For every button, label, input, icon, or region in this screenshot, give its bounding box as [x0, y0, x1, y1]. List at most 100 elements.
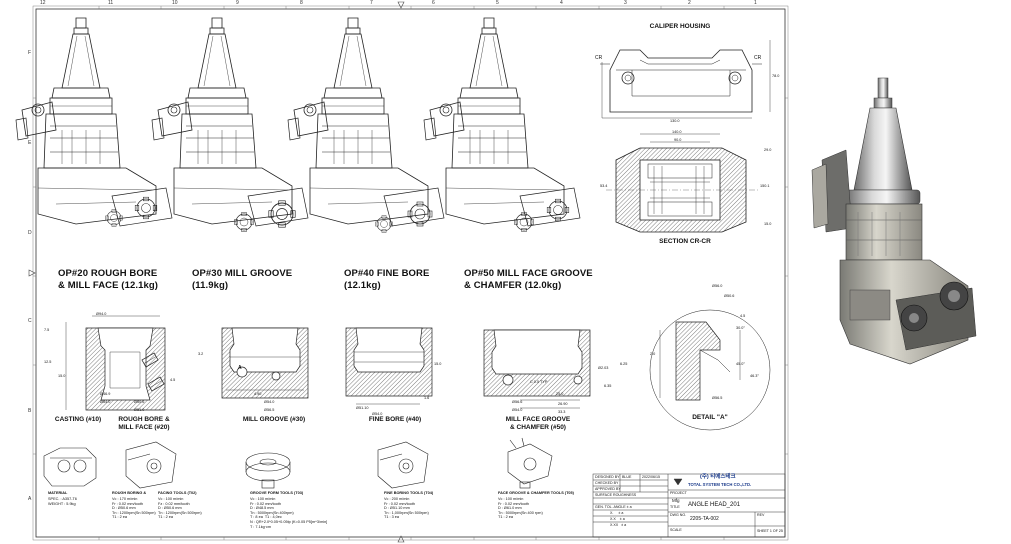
dim: Ø50.6 — [724, 294, 735, 298]
fine-caption: FINE BORE (#40) — [368, 416, 422, 423]
dim: Ø54.0 — [264, 400, 275, 404]
dim: 15.0 — [434, 362, 442, 366]
op40-title: OP#40 FINE BORE (12.1kg) — [344, 268, 430, 291]
tb-scale: SCALE — [670, 528, 682, 532]
dim: 30.0° — [736, 326, 745, 330]
op30-title: OP#30 MILL GROOVE (11.9kg) — [192, 268, 293, 291]
border-letter: F — [28, 50, 32, 56]
dim: 1.6 — [424, 396, 430, 400]
border-number: 2 — [688, 0, 691, 6]
border-letter: A — [28, 496, 32, 502]
tb-sheet: SHEET 1 OF 25 — [757, 529, 783, 533]
border-letter: C — [28, 318, 32, 324]
tool-t04-sketch — [377, 441, 429, 489]
cr-left-label: CR — [595, 55, 603, 61]
tb-checked-by: CHECKED BY — [595, 481, 619, 485]
tool-t01-label: ROUGH BORING & — [112, 491, 147, 495]
groove-section — [221, 327, 309, 399]
tb-title-label: TITLE — [670, 505, 680, 509]
dim: 53.4 — [600, 184, 608, 188]
dim: 150.1 — [760, 184, 770, 188]
op50-title: OP#50 MILL FACE GROOVE & CHAMFER (12.0kg… — [464, 268, 593, 291]
company-name-kr: (주) 티에스테크 — [700, 474, 736, 480]
tool-t02-label: FACING TOOLS (T02) — [158, 491, 197, 495]
dim: 140.0 — [672, 130, 682, 134]
groove-caption: MILL GROOVE (#30) — [242, 416, 306, 423]
border-number: 12 — [40, 0, 46, 6]
dim: 2.0 — [650, 352, 656, 356]
tb-tol-xx: X.X ± a — [610, 517, 625, 521]
border-number: 10 — [172, 0, 178, 6]
tb-tol-x: X. ± a — [610, 511, 624, 515]
border-number: 6 — [432, 0, 435, 6]
dim: 26.90 — [558, 402, 568, 406]
material-label: MATERIAL — [48, 491, 68, 495]
tb-title: ANGLE HEAD_201 — [688, 502, 741, 508]
rough-caption: ROUGH BORE & MILL FACE (#20) — [118, 416, 170, 431]
detail-a-view — [649, 309, 771, 431]
tool-t03-spec: Vc : 100 m/min Fr : 0.02 mm/tooth D : Ø4… — [250, 497, 328, 529]
dim: 12.5 — [44, 360, 52, 364]
company-name-en: TOTAL SYSTEM TECH CO.,LTD. — [688, 482, 752, 487]
section-cr-cr — [606, 133, 760, 233]
dim: Ø46.9 — [100, 392, 111, 396]
casting-section — [65, 315, 166, 411]
op20-view — [15, 17, 173, 227]
fine-bore-section — [345, 327, 433, 405]
tool-t05-spec: Vc : 100 m/min Fr : 0.02 mm/tooth D : Ø6… — [498, 497, 543, 520]
dim: Ø54.0 — [372, 412, 383, 416]
material-spec: SPEC. : A357-T6 WEIGHT : 5.9kg — [48, 497, 77, 506]
dim: Ø56.0 — [712, 284, 723, 288]
border-letter: E — [28, 140, 32, 146]
dim: Ø2.03 — [598, 366, 609, 370]
tool-t02-sketch — [125, 441, 177, 489]
op40-view — [287, 17, 445, 233]
dim: 33.3 — [558, 410, 566, 414]
border-number: 7 — [370, 0, 373, 6]
dim: Ø51.0 — [134, 408, 145, 412]
casting-part-sketch — [43, 447, 97, 487]
caliper-top-view — [600, 40, 771, 119]
tb-general-tol: GEN. TOL. ANGLE ± a — [595, 505, 632, 509]
tb-dwg-no: 2205-TA-002 — [690, 516, 719, 522]
dim: 29.0 — [764, 148, 772, 152]
dim: 45.0° — [736, 362, 745, 366]
dim: 25.0 — [556, 392, 564, 396]
dim: Ø51.10 — [356, 406, 369, 410]
chamfer-section — [483, 329, 591, 409]
dim: 3.2 — [198, 352, 204, 356]
border-number: 4 — [560, 0, 563, 6]
border-number: 11 — [108, 0, 114, 6]
dim: 6.25 — [620, 362, 628, 366]
dim: 4.90 — [254, 392, 262, 396]
tb-designer: BLUE — [622, 475, 632, 479]
dim: 78.0 — [772, 74, 780, 78]
border-number: 8 — [300, 0, 303, 6]
tb-approved-by: APPROVED BY — [595, 487, 621, 491]
dim: Ø94.0 — [96, 312, 107, 316]
dim: Ø50.6 — [134, 400, 145, 404]
dim: 130.0 — [670, 119, 680, 123]
title-block — [592, 473, 786, 538]
angle-head-3d-render — [811, 77, 977, 365]
tool-t05-sketch — [507, 437, 553, 489]
dim: Ø54.0 — [512, 408, 523, 412]
dim: Ø56.5 — [264, 408, 275, 412]
dim: 7.5 — [44, 328, 50, 332]
dim: 90.0 — [674, 138, 682, 142]
op20-title: OP#20 ROUGH BORE & MILL FACE (12.1kg) — [58, 268, 159, 291]
dim: 15.0 — [58, 374, 66, 378]
detail-a-marker: A — [238, 365, 242, 371]
border-letter: D — [28, 230, 32, 236]
cr-right-label: CR — [754, 55, 762, 61]
tb-rev-label: REV — [757, 513, 765, 517]
border-number: 5 — [496, 0, 499, 6]
tool-t04-spec: Vc : 200 m/min Fr : 0.02 mm/tooth D : Ø5… — [384, 497, 429, 520]
op30-view — [151, 17, 309, 232]
op50-view — [423, 17, 581, 232]
tool-t05-label: FACE GROOVE & CHAMFER TOOLS (T05) — [498, 491, 574, 495]
chamfer-caption: MILL FACE GROOVE & CHAMFER (#50) — [505, 416, 571, 431]
caliper-title: CALIPER HOUSING — [649, 23, 711, 30]
detail-caption: DETAIL "A" — [692, 414, 728, 421]
